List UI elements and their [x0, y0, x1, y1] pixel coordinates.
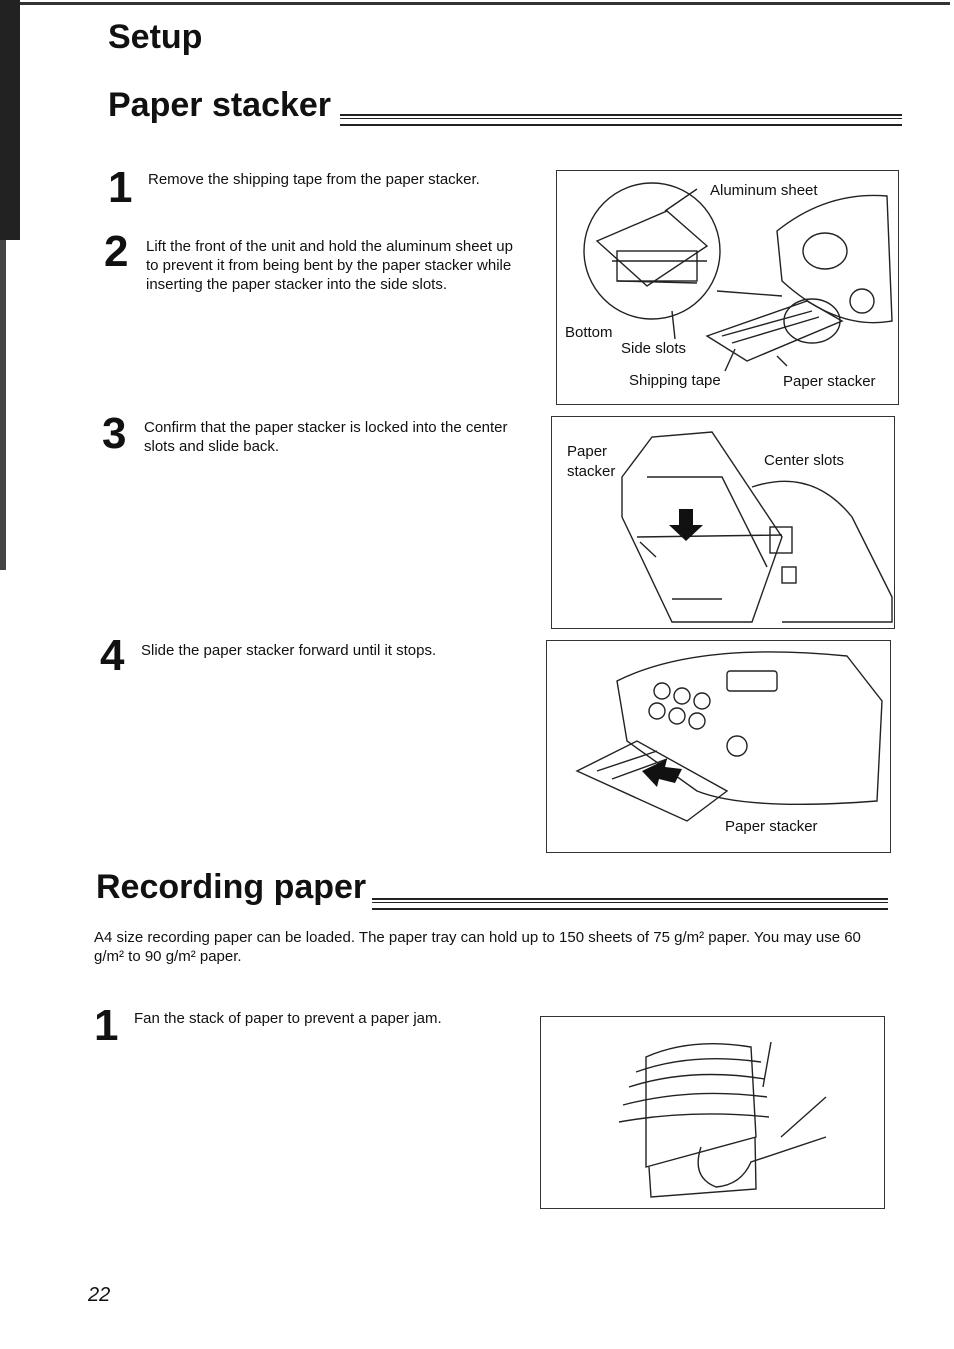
step-number: 4: [100, 631, 125, 680]
fax-unit-illustration: [583, 182, 893, 372]
step-number: 2: [104, 227, 129, 276]
page-edge-bar-lower: [0, 240, 6, 570]
figure-stacker-forward: Paper stacker: [546, 640, 891, 853]
step-text: Lift the front of the unit and hold the …: [146, 238, 513, 293]
fax-unit-front-illustration: [575, 651, 883, 822]
step-text: Fan the stack of paper to prevent a pape…: [134, 1010, 442, 1027]
step-text: Confirm that the paper stacker is locked…: [144, 419, 508, 455]
label-bottom: Bottom: [565, 324, 613, 341]
label-side-slots: Side slots: [621, 340, 687, 357]
header-section-title: Setup: [108, 18, 203, 56]
top-rule: [20, 2, 950, 5]
label-paper-stacker: Paper stacker: [725, 818, 818, 835]
section-title-recording-paper: Recording paper: [96, 868, 367, 906]
page-edge-bar: [0, 0, 20, 240]
figure-center-slots: Paper stacker Center slots: [551, 416, 895, 629]
step-number: 1: [94, 1001, 119, 1050]
section-title-rule: [372, 898, 888, 910]
page-number: 22: [88, 1284, 111, 1306]
section-title-paper-stacker: Paper stacker: [108, 86, 332, 124]
label-paper-stacker: Paper stacker: [567, 442, 627, 482]
step-text: Slide the paper stacker forward until it…: [141, 642, 437, 659]
step-number: 3: [102, 409, 127, 458]
figure-fan-paper: [540, 1016, 885, 1209]
label-paper-stacker: Paper stacker: [783, 373, 876, 390]
recording-paper-intro: A4 size recording paper can be loaded. T…: [94, 929, 861, 965]
paper-stacker-illustration: [621, 431, 893, 623]
label-center-slots: Center slots: [764, 452, 845, 469]
figure-paper-stacker-insert: Aluminum sheet Bottom Side slots Shippin…: [556, 170, 899, 405]
label-aluminum-sheet: Aluminum sheet: [710, 182, 818, 199]
section-title-rule: [340, 114, 902, 126]
step-text: Remove the shipping tape from the paper …: [148, 171, 480, 188]
label-shipping-tape: Shipping tape: [629, 372, 721, 389]
step-number: 1: [108, 163, 133, 212]
label-paper-stacker-text: Paper stacker: [567, 443, 616, 480]
fanned-paper-illustration: [618, 1041, 827, 1198]
